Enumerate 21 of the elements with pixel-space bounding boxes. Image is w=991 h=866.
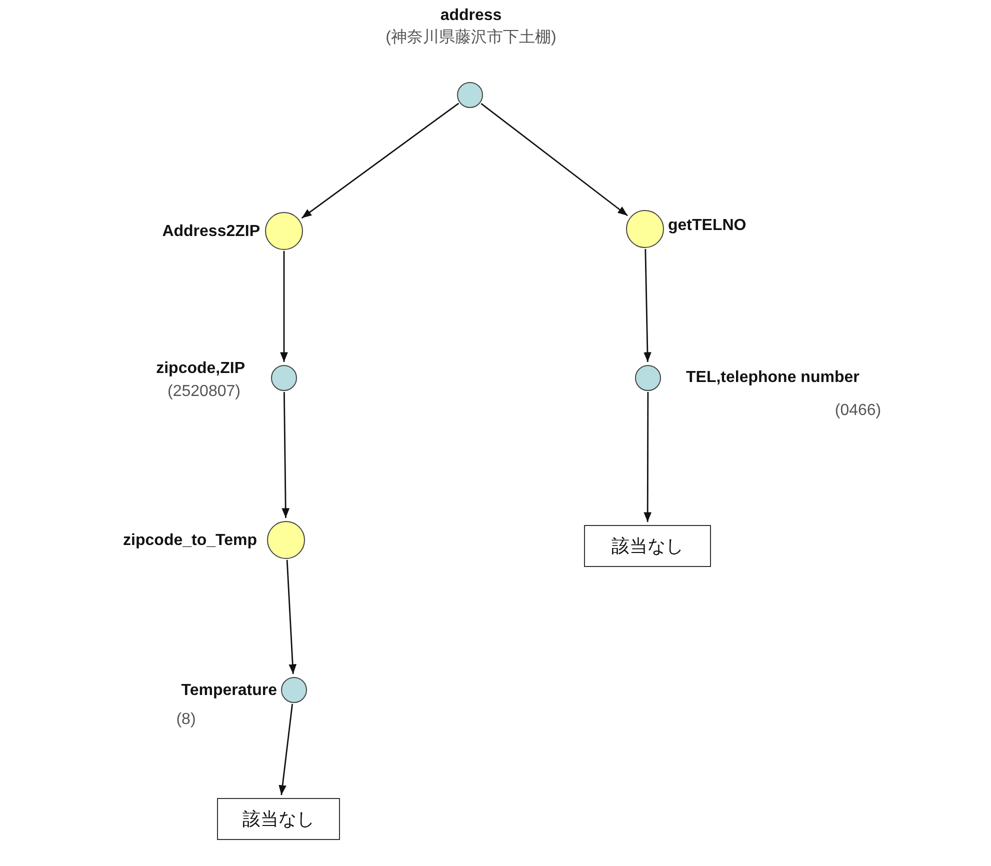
node-label: getTELNO <box>668 217 746 235</box>
arrow <box>282 392 290 518</box>
arrow <box>278 704 294 796</box>
arrow <box>280 251 288 362</box>
arrow <box>644 248 652 362</box>
node-label: address <box>440 7 502 25</box>
result-box: 該当なし <box>217 798 340 840</box>
node-label: Temperature <box>181 682 277 700</box>
result-box: 該当なし <box>584 525 711 567</box>
node-label: zipcode,ZIP <box>156 360 245 378</box>
value-label: (2520807) <box>168 383 240 401</box>
arrow <box>644 392 652 522</box>
node-label: TEL,telephone number <box>686 369 860 387</box>
node-label: Address2ZIP <box>162 223 260 241</box>
arrow <box>301 102 460 219</box>
value-label: (0466) <box>834 402 882 420</box>
node-label: zipcode_to_Temp <box>123 532 257 550</box>
arrow <box>480 102 628 216</box>
value-label: (神奈川県藤沢市下土棚) <box>386 29 556 47</box>
arrow <box>286 560 297 674</box>
value-label: (8) <box>176 711 196 729</box>
